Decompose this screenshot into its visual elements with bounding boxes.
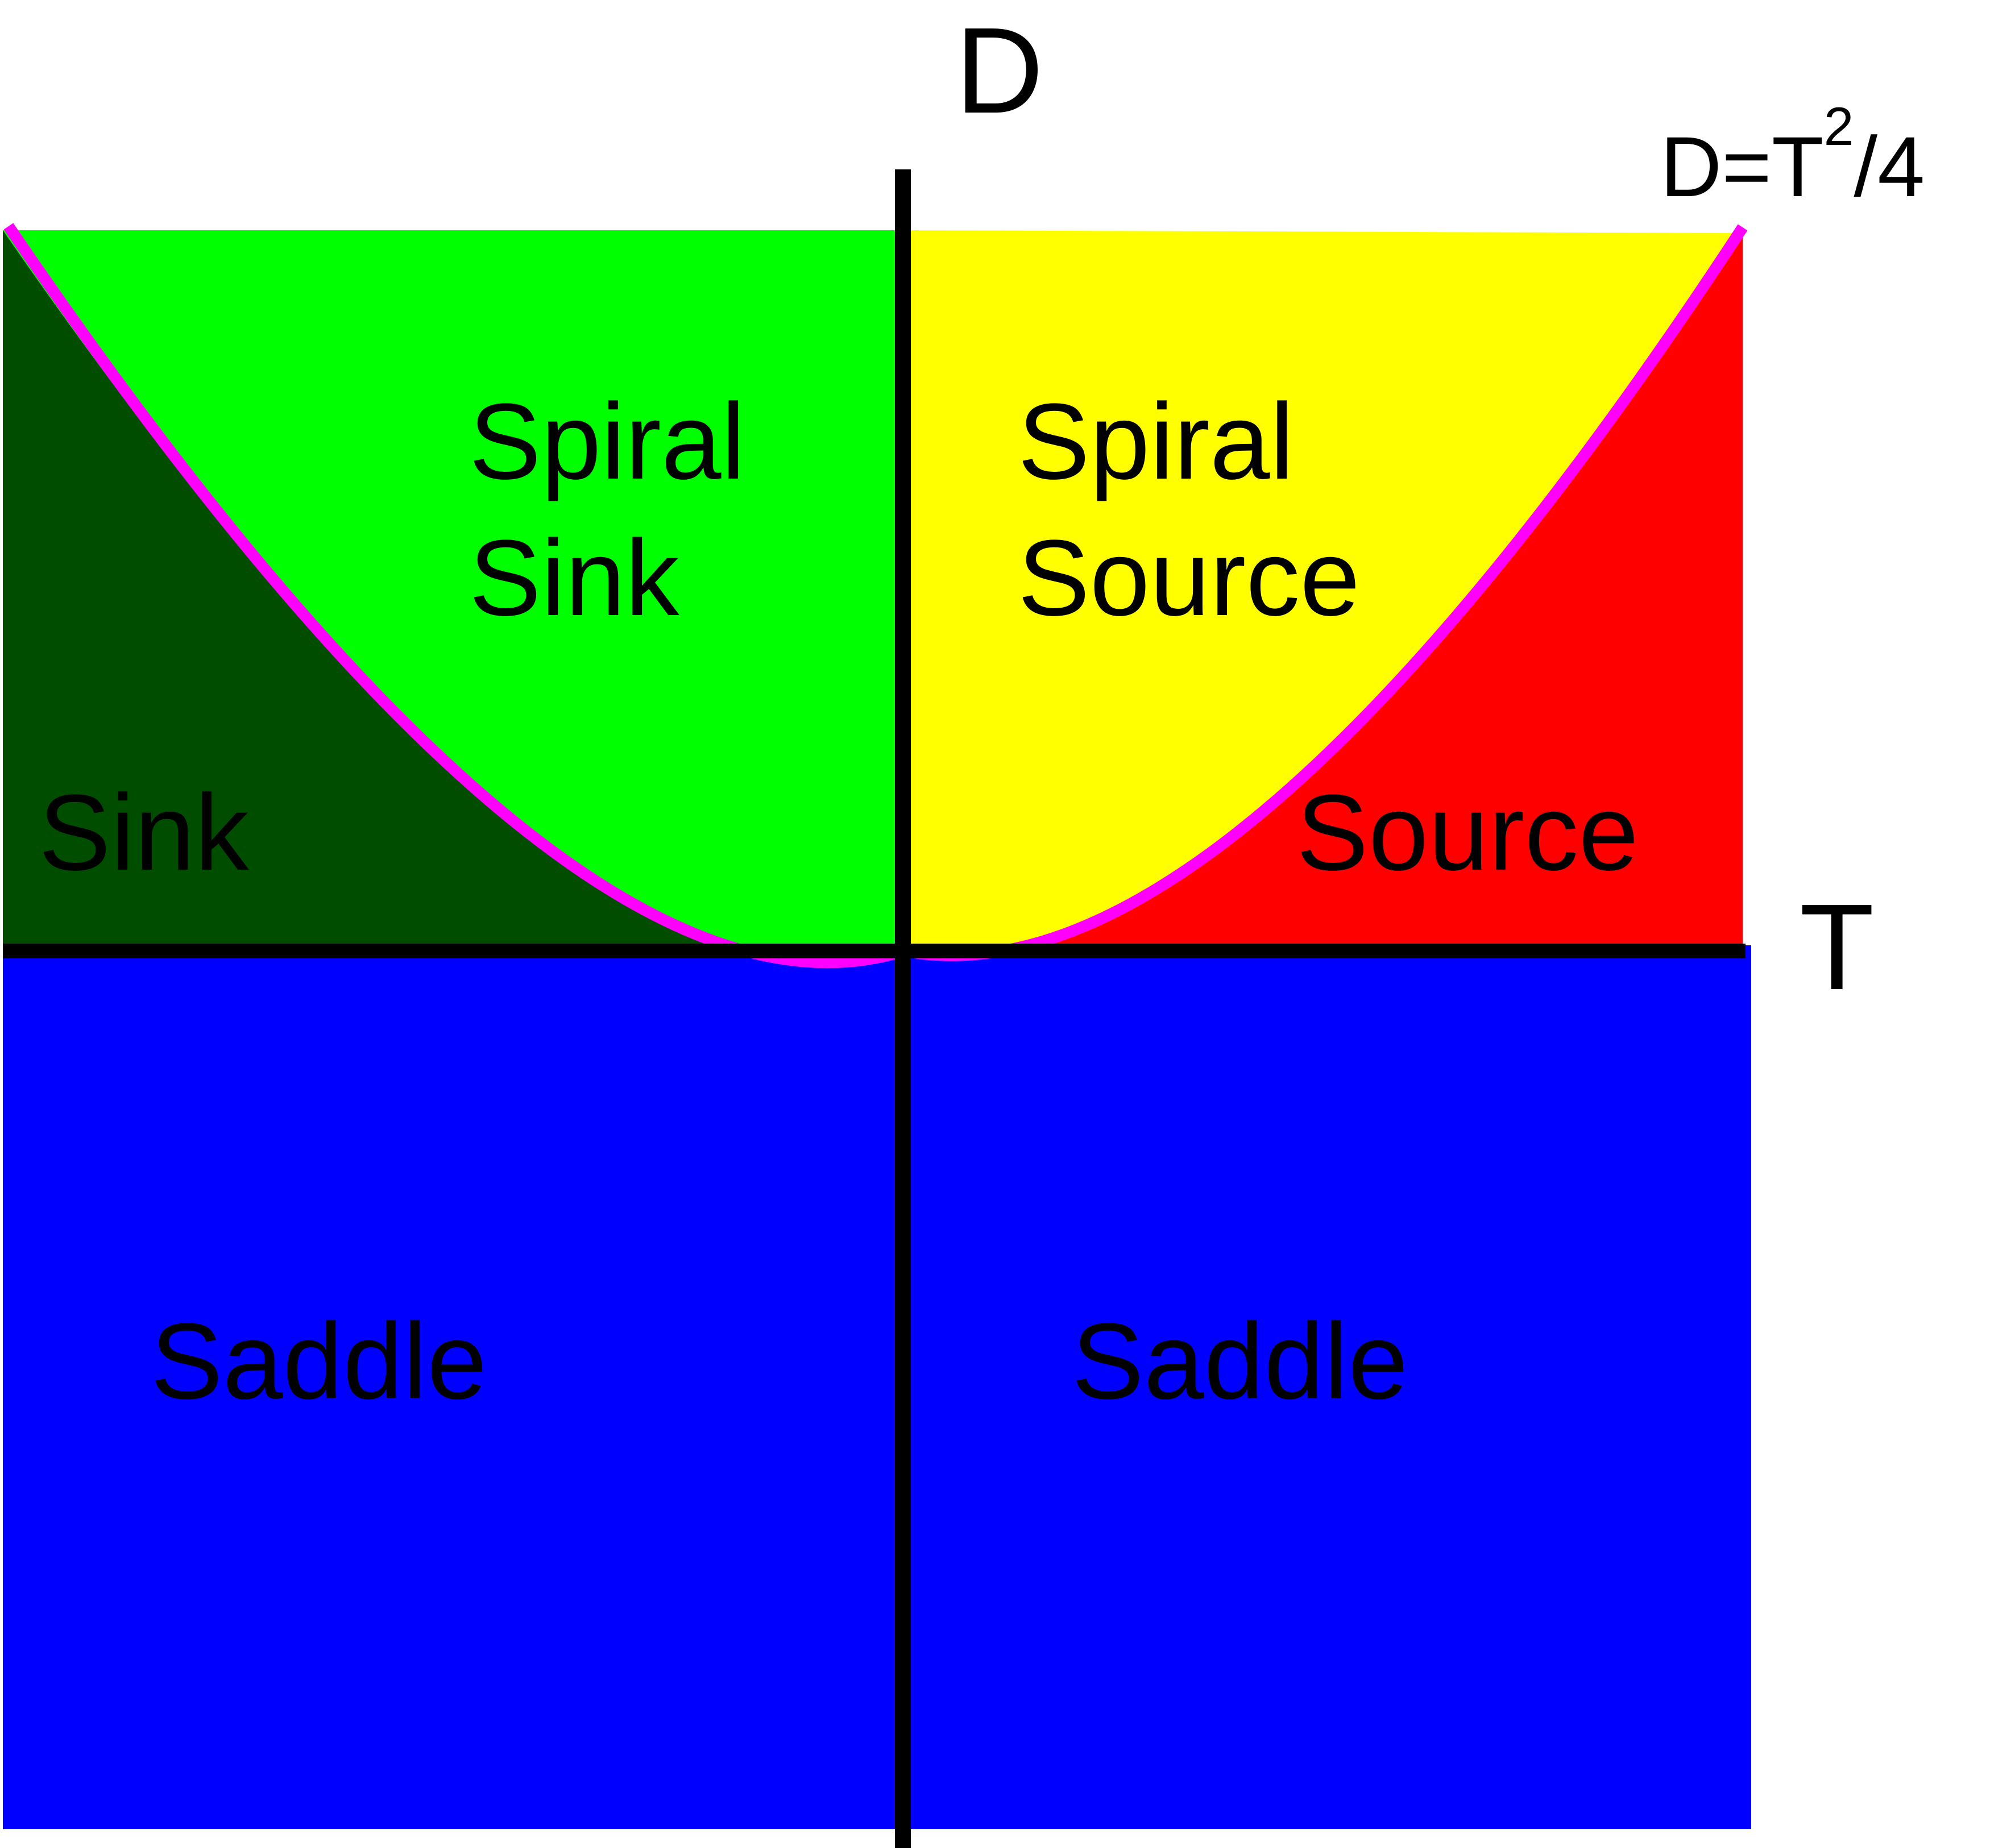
t-axis-label: T — [1800, 878, 1874, 1015]
d-axis-label: D — [955, 2, 1043, 139]
saddle-region — [3, 945, 1751, 1829]
curve-label-tail: /4 — [1854, 119, 1925, 214]
spiral-source-label-line1: Spiral — [1018, 381, 1294, 502]
source-label: Source — [1296, 773, 1639, 893]
source-region — [904, 230, 1743, 956]
curve-label-base: D=T — [1660, 119, 1824, 214]
sink-region — [3, 230, 904, 963]
curve-label: D=T2/4 — [1660, 97, 1925, 214]
curve-label-exponent: 2 — [1824, 97, 1854, 157]
sink-label: Sink — [39, 773, 250, 893]
spiral-source-label-line2: Source — [1018, 518, 1360, 638]
saddle-right-label: Saddle — [1072, 1301, 1408, 1422]
spiral-sink-label-line2: Sink — [469, 518, 680, 638]
spiral-sink-label-line1: Spiral — [469, 381, 745, 502]
saddle-left-label: Saddle — [151, 1301, 487, 1422]
